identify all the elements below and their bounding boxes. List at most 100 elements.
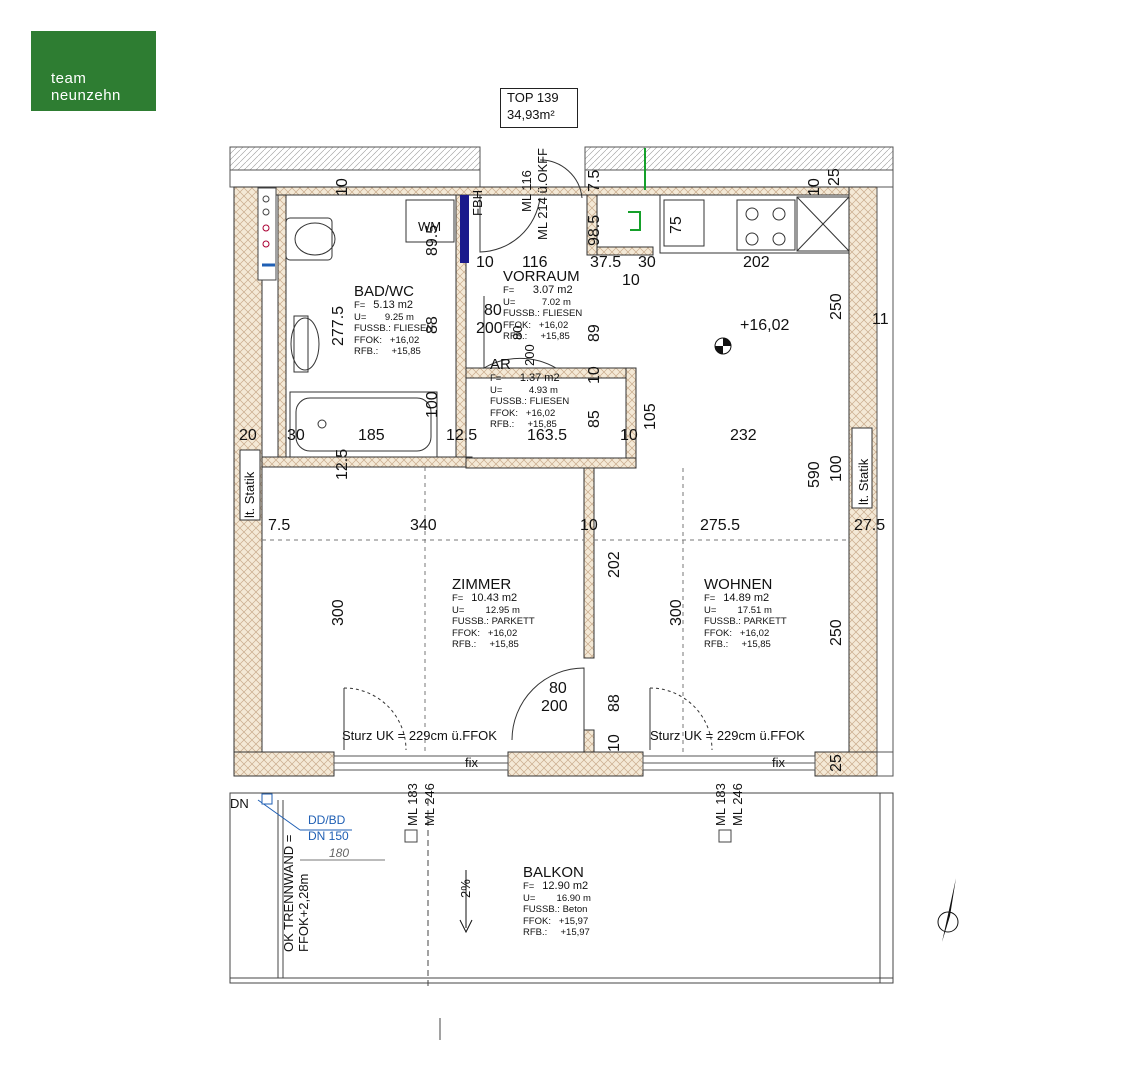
room-balkon: BALKON F= 12.90 m2 U= 16.90 m FUSSB.: Be… bbox=[523, 864, 591, 939]
fix-label-2: fix bbox=[772, 755, 785, 770]
exterior-wall-right bbox=[876, 186, 894, 777]
dim-30-bath: 30 bbox=[287, 427, 305, 444]
ddbd-label: DD/BD bbox=[308, 813, 346, 827]
dim-10-top-bath: 10 bbox=[334, 178, 351, 196]
room-name: WOHNEN bbox=[704, 576, 773, 593]
dim-202-top: 202 bbox=[743, 254, 770, 271]
room-bad: BAD/WC F= 5.13 m2 U= 9.25 m FUSSB.: FLIE… bbox=[354, 283, 433, 358]
perimeter-value: 17.51 m bbox=[737, 604, 772, 616]
pipe-shaft bbox=[257, 187, 277, 281]
dim-200-door-zimmer: 200 bbox=[541, 698, 568, 715]
dim-202-mid: 202 bbox=[606, 551, 623, 578]
dim-163-5: 163.5 bbox=[527, 427, 568, 444]
f-label: F= bbox=[490, 373, 502, 384]
dim-27-5: 27.5 bbox=[854, 517, 886, 534]
rfb-label: RFB.: bbox=[354, 346, 379, 357]
ml246-label-a: ML 246 bbox=[422, 783, 437, 826]
room-name: ZIMMER bbox=[452, 576, 512, 593]
rfb-label: RFB.: bbox=[503, 331, 528, 342]
logo-text-1: team bbox=[51, 70, 87, 87]
dim-10-kitchen: 10 bbox=[622, 272, 640, 289]
dim-12-5: 12.5 bbox=[446, 427, 478, 444]
dn-label: DN bbox=[230, 796, 249, 811]
room-ar: AR F= 1.37 m2 U= 4.93 m FUSSB.: FLIESEN … bbox=[490, 356, 569, 431]
rfb-value: +15,85 bbox=[741, 639, 771, 650]
dim-105: 105 bbox=[642, 403, 659, 430]
dimension-lines bbox=[262, 467, 849, 752]
exterior-wall-top bbox=[229, 146, 894, 188]
area-value: 5.13 m2 bbox=[373, 299, 414, 311]
statik-label-right: lt. Statik bbox=[856, 458, 871, 505]
dn150-label: DN 150 bbox=[308, 829, 349, 843]
ml183-label-a: ML 183 bbox=[405, 783, 420, 826]
area-value: 10.43 m2 bbox=[471, 592, 518, 604]
dim-7-5: 7.5 bbox=[268, 517, 291, 534]
dim-30-top: 30 bbox=[638, 254, 656, 271]
room-wohnen: WOHNEN F= 14.89 m2 U= 17.51 m FUSSB.: PA… bbox=[704, 576, 787, 651]
room-name: VORRAUM bbox=[503, 268, 580, 285]
f-label: F= bbox=[704, 593, 716, 604]
logo-text-2: neunzehn bbox=[51, 87, 121, 104]
ml246-label-b: ML 246 bbox=[730, 783, 745, 826]
ml116-label: ML 116 bbox=[519, 170, 534, 212]
dim-37-5: 37.5 bbox=[590, 254, 622, 271]
statik-box-right bbox=[851, 427, 873, 509]
dim-300-wohnen: 300 bbox=[668, 599, 685, 626]
f-label: F= bbox=[503, 285, 515, 296]
room-name: BAD/WC bbox=[354, 283, 414, 300]
floor-type: FUSSB.: FLIESEN bbox=[354, 323, 434, 334]
dim-10-mid: 10 bbox=[580, 517, 598, 534]
u-label: U= bbox=[523, 892, 536, 904]
ffok-value: +16,02 bbox=[389, 334, 420, 346]
dim-300-zimmer: 300 bbox=[330, 599, 347, 626]
water-connection bbox=[628, 148, 646, 231]
dim-100-bath: 100 bbox=[424, 391, 441, 418]
room-zimmer: ZIMMER F= 10.43 m2 U= 12.95 m FUSSB.: PA… bbox=[452, 576, 535, 651]
dim-116: 116 bbox=[522, 254, 548, 271]
rfb-label: RFB.: bbox=[704, 639, 729, 650]
ml183-label-b: ML 183 bbox=[713, 783, 728, 826]
f-label: F= bbox=[354, 300, 366, 311]
balcony bbox=[229, 792, 894, 1040]
dim-11: 11 bbox=[872, 311, 889, 328]
ffok-value: +16,02 bbox=[739, 627, 770, 639]
unit-area: 34,93m² bbox=[507, 107, 555, 122]
dim-80-door-zimmer: 80 bbox=[549, 680, 567, 697]
trennwand-label-1: OK TRENNWAND = bbox=[281, 834, 296, 952]
ffok-value: +15,97 bbox=[558, 915, 589, 927]
dim-590: 590 bbox=[806, 461, 823, 488]
dim-98-5: 98.5 bbox=[586, 214, 603, 246]
dim-180: 180 bbox=[329, 846, 350, 860]
ffok-label: FFOK: bbox=[452, 627, 480, 639]
ffok-value: +16,02 bbox=[538, 319, 569, 331]
ml214-label: ML 214 ü.OKFF bbox=[535, 148, 550, 240]
dim-232: 232 bbox=[730, 427, 757, 444]
statik-label-left: lt. Statik bbox=[242, 471, 257, 518]
slope-label: 2% bbox=[458, 879, 473, 898]
dim-75: 75 bbox=[668, 216, 685, 234]
floor-heating-distributor bbox=[460, 195, 469, 263]
rfb-value: +15,85 bbox=[391, 346, 421, 357]
dim-10-top-kitchen: 10 bbox=[806, 178, 823, 196]
ffok-label: FFOK: bbox=[354, 334, 382, 346]
perimeter-value: 12.95 m bbox=[485, 604, 520, 616]
area-value: 1.37 m2 bbox=[519, 372, 560, 384]
bathroom-fixtures bbox=[285, 199, 455, 458]
dim-185: 185 bbox=[358, 427, 385, 444]
sturz-label-zimmer: Sturz UK = 229cm ü.FFOK bbox=[342, 728, 497, 743]
f-label: F= bbox=[452, 593, 464, 604]
dim-7-5-top: 7.5 bbox=[586, 169, 603, 192]
dim-88-door: 88 bbox=[606, 694, 623, 712]
dim-10-ar: 10 bbox=[620, 427, 638, 444]
washing-machine-label: WM bbox=[418, 219, 442, 234]
dim-250-top: 250 bbox=[828, 293, 845, 320]
area-value: 14.89 m2 bbox=[723, 592, 770, 604]
u-label: U= bbox=[490, 384, 503, 396]
company-logo: team neunzehn bbox=[31, 31, 156, 111]
u-label: U= bbox=[354, 311, 367, 323]
rfb-label: RFB.: bbox=[452, 639, 477, 650]
dim-10-bottom: 10 bbox=[606, 734, 623, 752]
dim-25-top: 25 bbox=[826, 168, 843, 186]
ffok-value: +16,02 bbox=[525, 407, 556, 419]
